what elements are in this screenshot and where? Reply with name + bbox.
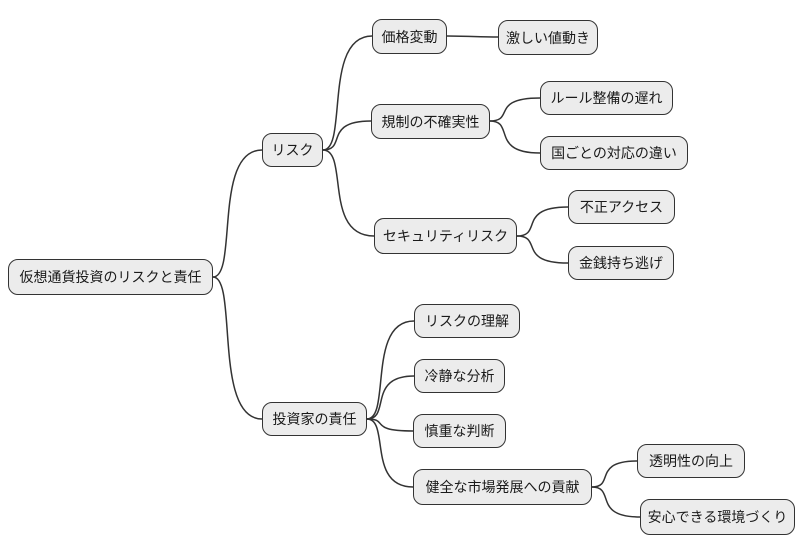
node-price-volatility-label: 価格変動 <box>381 28 438 45</box>
node-risk: リスク <box>262 133 323 167</box>
edge-root-risk <box>212 149 263 278</box>
node-regulatory-uncertainty: 規制の不確実性 <box>371 104 490 139</box>
edge-risk-security-risk <box>322 149 375 237</box>
edge-investor-responsibility-careful-judgment <box>366 418 414 432</box>
node-healthy-market-contribution: 健全な市場発展への貢献 <box>413 469 592 505</box>
node-careful-judgment: 慎重な判断 <box>413 414 506 448</box>
edge-risk-price-volatility <box>322 35 373 151</box>
node-safe-environment-label: 安心できる環境づくり <box>647 509 788 525</box>
edge-investor-responsibility-risk-understanding <box>366 320 415 420</box>
node-security-risk-label: セキュリティリスク <box>382 228 509 244</box>
node-transparency-improvement-label: 透明性の向上 <box>649 453 733 469</box>
edge-root-investor-responsibility <box>212 276 263 420</box>
node-healthy-market-contribution-label: 健全な市場発展への貢献 <box>425 479 580 495</box>
node-price-volatility: 価格変動 <box>372 19 447 54</box>
edge-investor-responsibility-calm-analysis <box>366 375 415 420</box>
node-calm-analysis-label: 冷静な分析 <box>424 368 495 384</box>
node-investor-responsibility: 投資家の責任 <box>262 402 367 436</box>
node-wild-price-swings-label: 激しい値動き <box>506 29 590 46</box>
node-safe-environment: 安心できる環境づくり <box>640 499 795 535</box>
edge-healthy-market-contribution-transparency-improvement <box>591 460 638 488</box>
node-risk-understanding-label: リスクの理解 <box>425 313 509 329</box>
node-investor-responsibility-label: 投資家の責任 <box>272 411 357 427</box>
node-unauthorized-access-label: 不正アクセス <box>579 199 664 215</box>
node-regulatory-uncertainty-label: 規制の不確実性 <box>381 113 480 130</box>
node-unauthorized-access: 不正アクセス <box>568 190 675 224</box>
node-careful-judgment-label: 慎重な判断 <box>424 423 495 439</box>
node-money-absconding: 金銭持ち逃げ <box>568 246 674 280</box>
edge-security-risk-unauthorized-access <box>516 206 569 237</box>
edge-regulatory-uncertainty-rule-development-delay <box>489 97 541 122</box>
node-transparency-improvement: 透明性の向上 <box>637 444 745 478</box>
edge-investor-responsibility-healthy-market-contribution <box>366 418 414 488</box>
edge-regulatory-uncertainty-country-response-differences <box>489 120 541 154</box>
edge-risk-regulatory-uncertainty <box>322 120 372 151</box>
node-wild-price-swings: 激しい値動き <box>498 20 598 55</box>
node-root: 仮想通貨投資のリスクと責任 <box>8 259 213 295</box>
node-calm-analysis: 冷静な分析 <box>414 359 505 393</box>
node-security-risk: セキュリティリスク <box>374 218 517 254</box>
node-country-response-differences-label: 国ごとの対応の違い <box>551 145 677 161</box>
edge-price-volatility-wild-price-swings <box>446 35 499 38</box>
edge-healthy-market-contribution-safe-environment <box>591 486 641 518</box>
node-rule-development-delay-label: ルール整備の遅れ <box>550 90 663 106</box>
node-rule-development-delay: ルール整備の遅れ <box>540 81 673 115</box>
node-root-label: 仮想通貨投資のリスクと責任 <box>19 269 202 285</box>
edge-security-risk-money-absconding <box>516 235 569 264</box>
node-risk-understanding: リスクの理解 <box>414 304 520 338</box>
node-country-response-differences: 国ごとの対応の違い <box>540 136 688 170</box>
node-money-absconding-label: 金銭持ち逃げ <box>579 255 663 271</box>
node-risk-label: リスク <box>271 142 314 158</box>
